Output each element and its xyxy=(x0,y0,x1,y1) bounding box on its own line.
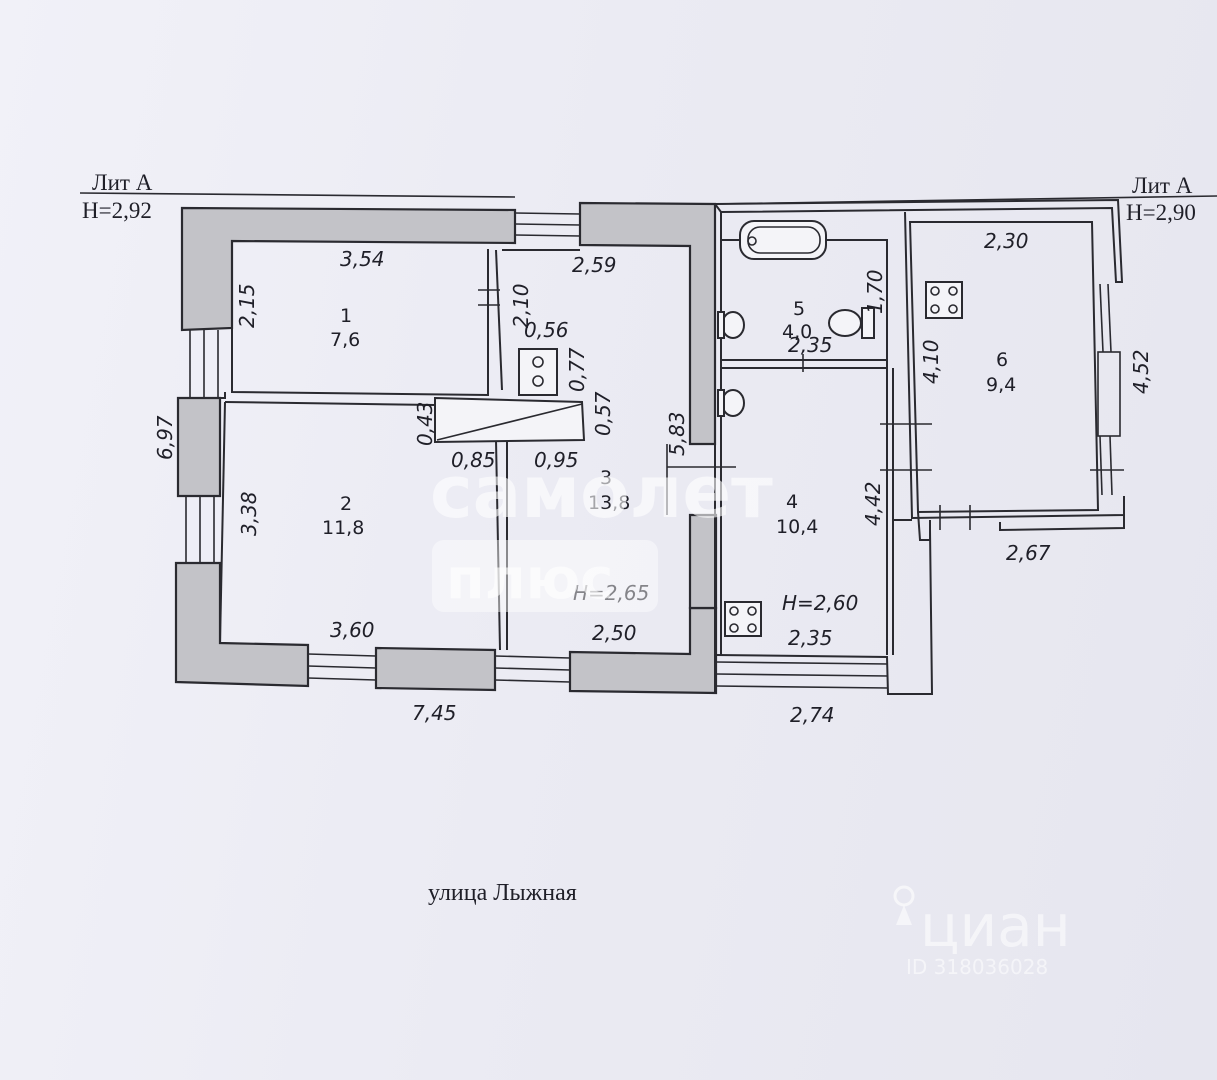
dim-056: 0,56 xyxy=(524,318,569,342)
room-5-number: 5 xyxy=(793,298,805,320)
windows xyxy=(185,212,1121,689)
dim-354: 3,54 xyxy=(340,247,385,271)
dim-697: 6,97 xyxy=(153,415,177,460)
dim-235-kitchen: 2,35 xyxy=(788,626,833,650)
room-2-area: 11,8 xyxy=(322,517,364,539)
dim-452: 4,52 xyxy=(1129,349,1153,394)
cian-id: ID 318036028 xyxy=(906,955,1048,979)
ceiling-height-right: Н=2,60 xyxy=(782,591,858,615)
sink-icon xyxy=(721,311,745,339)
dim-338: 3,38 xyxy=(237,491,261,536)
room-4-number: 4 xyxy=(786,491,798,513)
lit-left-label: Лит А xyxy=(92,170,153,195)
extension-walls xyxy=(713,198,1125,695)
toilet-icon xyxy=(828,309,862,337)
dim-235-bath: 2,35 xyxy=(788,333,833,357)
room-3-number: 3 xyxy=(600,467,612,489)
dim-360: 3,60 xyxy=(330,618,375,642)
dim-442: 4,42 xyxy=(861,481,885,526)
room-6-number: 6 xyxy=(996,349,1008,371)
room-1-area: 7,6 xyxy=(330,329,360,351)
bathtub-icon xyxy=(739,220,827,260)
ceiling-height-left: Н=2,65 xyxy=(573,581,649,605)
room-6-area: 9,4 xyxy=(986,374,1016,396)
dim-077: 0,77 xyxy=(565,347,589,392)
room-1-number: 1 xyxy=(340,305,352,327)
stove-icon xyxy=(724,601,762,637)
dim-043: 0,43 xyxy=(413,401,437,446)
room-3-area: 13,8 xyxy=(588,492,630,514)
dim-583: 5,83 xyxy=(665,411,689,456)
bathroom-fixtures xyxy=(717,220,963,637)
dim-410: 4,10 xyxy=(919,339,943,384)
dim-267: 2,67 xyxy=(1006,541,1051,565)
dim-095: 0,95 xyxy=(534,448,579,472)
dim-745: 7,45 xyxy=(412,701,457,725)
plus-watermark: плюс xyxy=(446,547,613,612)
room-4-area: 10,4 xyxy=(776,516,818,538)
room-2-number: 2 xyxy=(340,493,352,515)
interior-partitions xyxy=(219,241,736,651)
dim-215: 2,15 xyxy=(235,283,259,328)
dim-274: 2,74 xyxy=(790,703,835,727)
dim-085: 0,85 xyxy=(451,448,496,472)
exterior-walls-left xyxy=(174,201,718,695)
lit-right-height: Н=2,90 xyxy=(1126,200,1196,225)
stove-icon-2 xyxy=(925,281,963,319)
sink-icon-2 xyxy=(721,389,745,417)
lit-right-label: Лит А xyxy=(1132,173,1193,198)
samolet-watermark: самолет xyxy=(430,450,773,534)
street-name: улица Лыжная xyxy=(428,880,577,906)
cian-logo-icon xyxy=(893,885,915,925)
dim-170: 1,70 xyxy=(863,269,887,314)
dim-250: 2,50 xyxy=(592,621,637,645)
room-5-area: 4,0 xyxy=(782,321,812,343)
lit-left-height: Н=2,92 xyxy=(82,198,152,223)
dim-230: 2,30 xyxy=(984,229,1029,253)
dim-210: 2,10 xyxy=(509,283,533,328)
cian-watermark: циан xyxy=(920,892,1071,960)
dim-057: 0,57 xyxy=(591,391,615,436)
plus-watermark-box xyxy=(432,540,658,612)
dim-259: 2,59 xyxy=(572,253,617,277)
